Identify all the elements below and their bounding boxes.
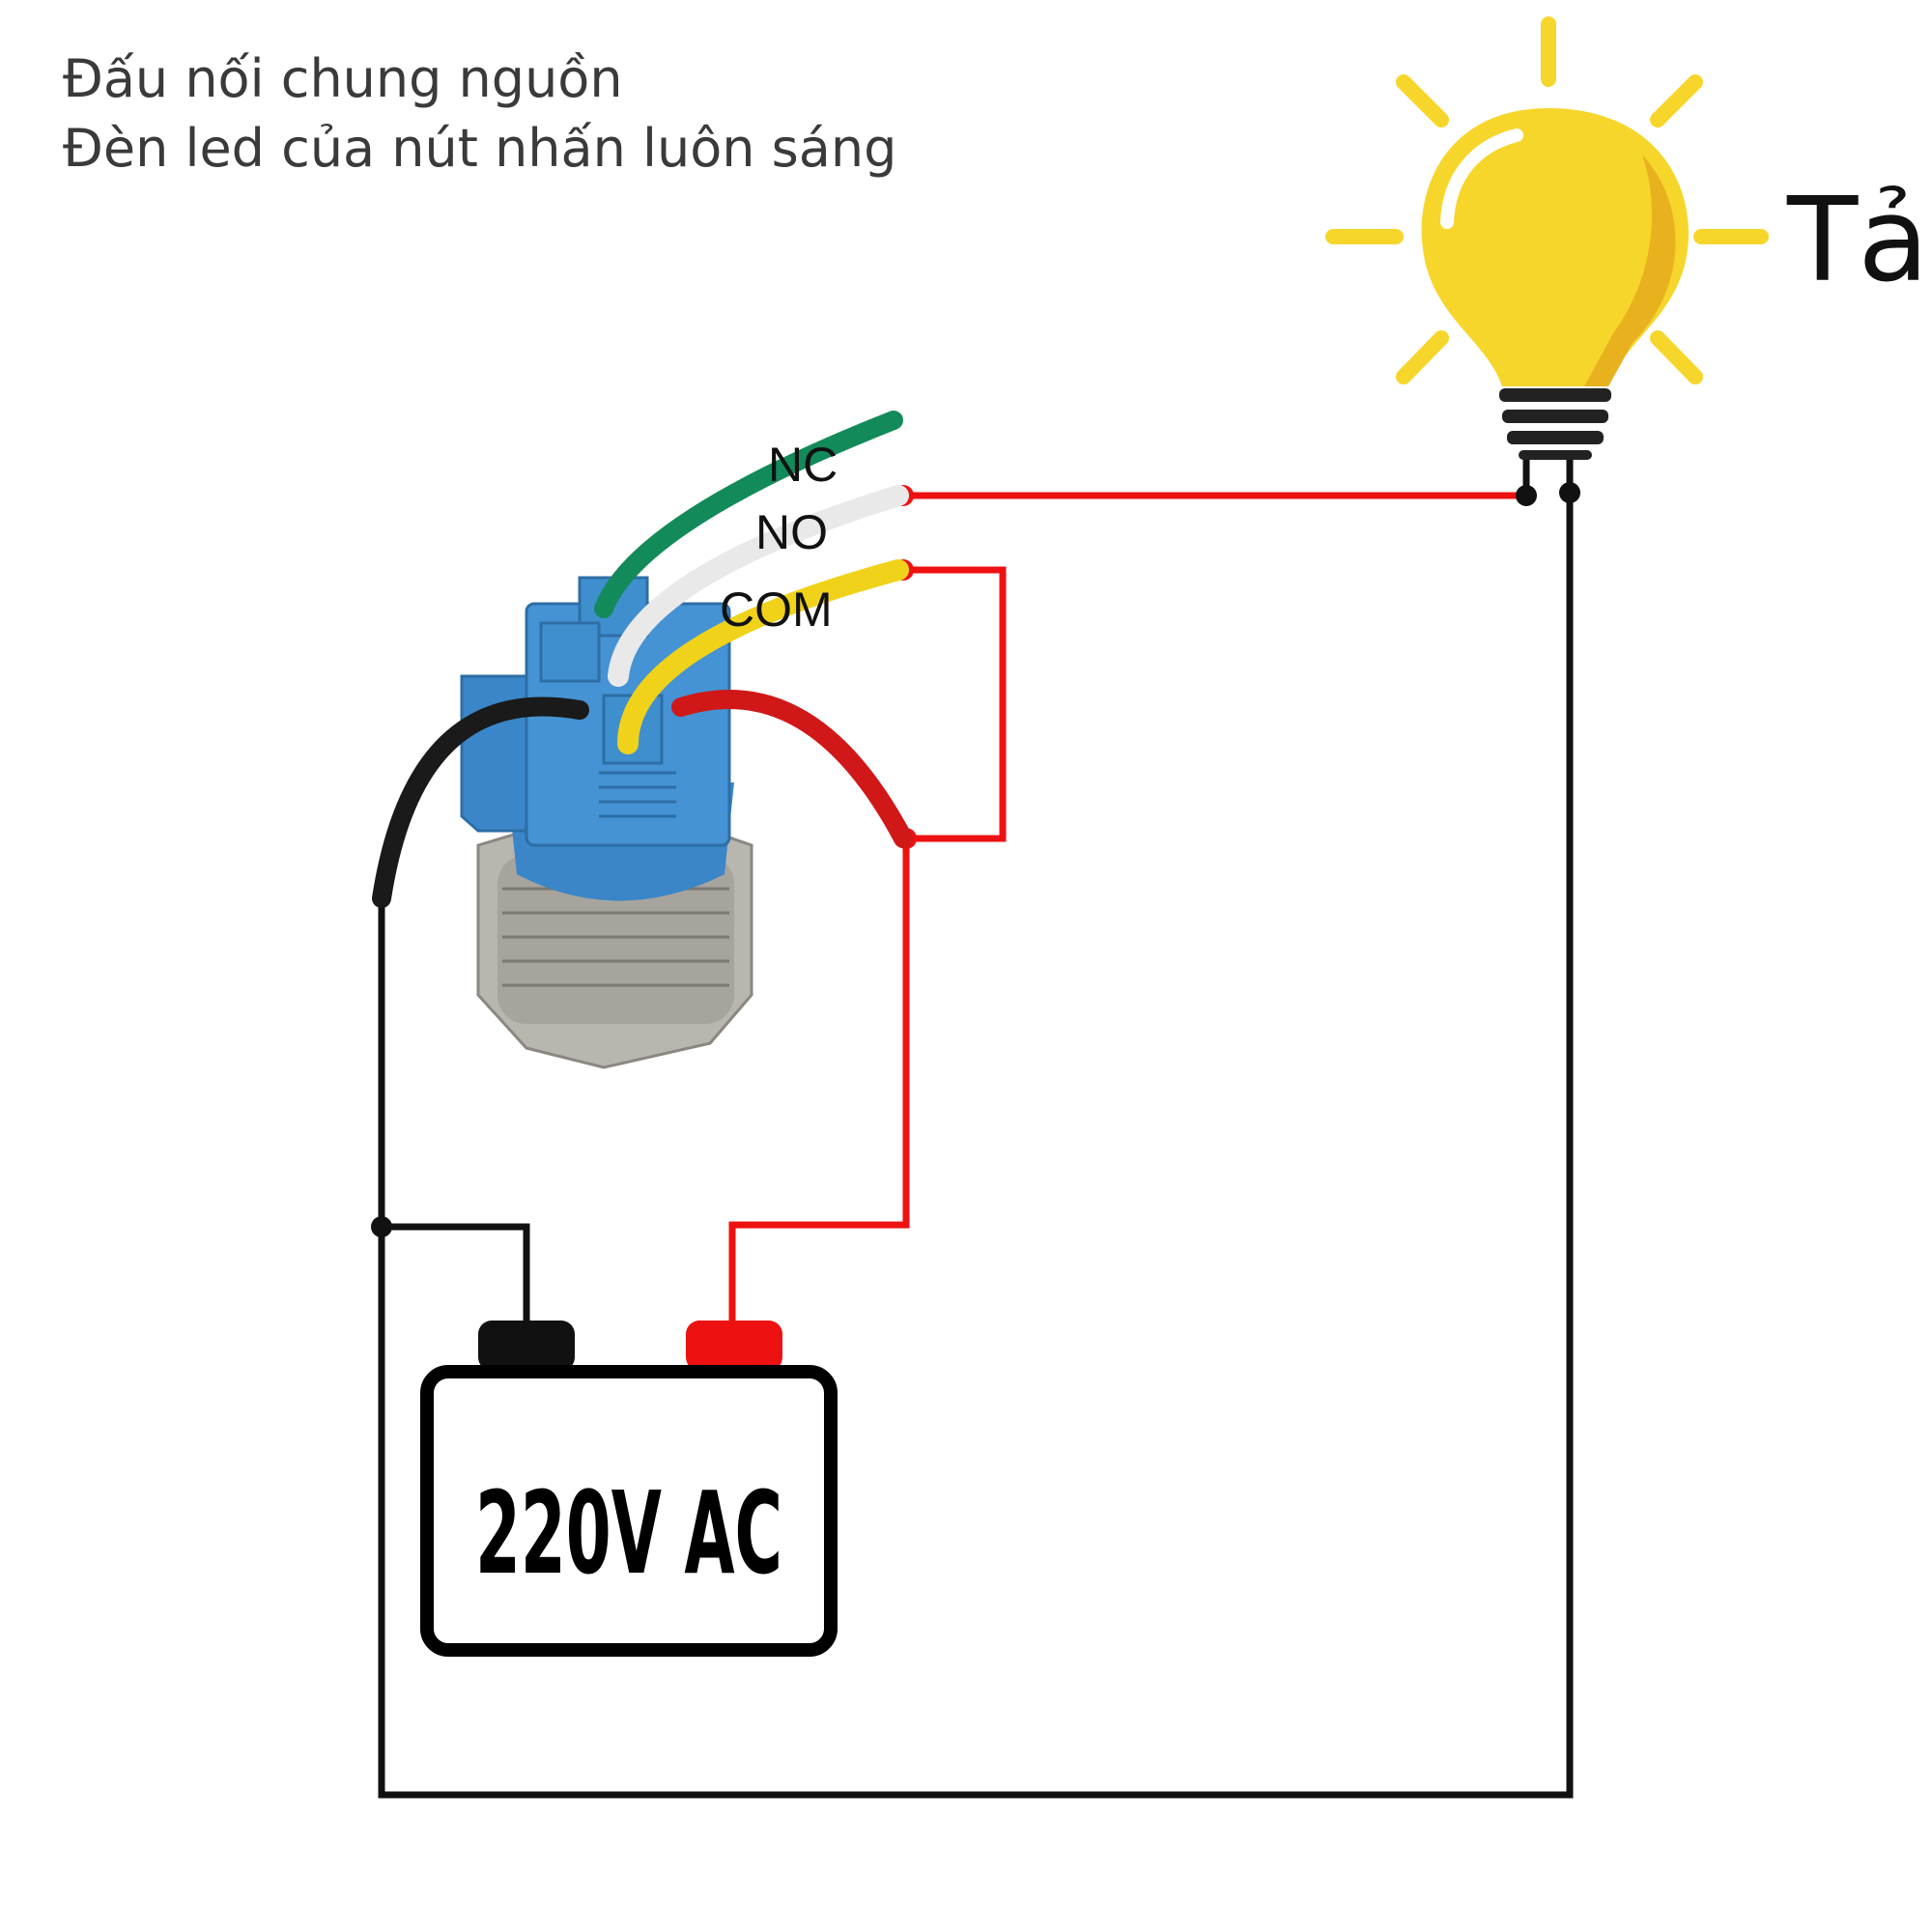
switch-ribs <box>599 771 676 818</box>
bulb-base <box>1499 388 1611 402</box>
caption-line-1: Đấu nối chung nguồn <box>63 48 623 109</box>
power-supply-label: 220V AC <box>475 1466 782 1600</box>
switched-live-wire <box>903 488 1530 499</box>
push-button-switch: NC NO COM <box>372 411 913 1069</box>
load-label: Tải <box>1786 174 1932 308</box>
bulb-shade <box>1584 155 1676 386</box>
lead-led-plus <box>671 690 913 848</box>
bulb-base <box>1507 431 1604 444</box>
lead-com <box>617 559 909 754</box>
pin-label-com: COM <box>720 582 833 637</box>
caption-line-2: Đèn led của nút nhấn luôn sáng <box>63 118 896 179</box>
power-supply: 220V AC <box>420 1321 838 1657</box>
pin-label-no: NO <box>755 505 828 559</box>
pin-label-nc: NC <box>768 438 838 492</box>
lead-nc <box>594 411 903 618</box>
switch-threads <box>502 887 729 987</box>
lead-no <box>608 485 909 687</box>
live-wire <box>728 566 1007 1343</box>
neutral-wire <box>378 493 1574 1799</box>
switch-barrel <box>497 855 734 1024</box>
junction-dot <box>371 1216 392 1237</box>
bulb-highlight <box>1440 128 1523 229</box>
light-bulb <box>1325 16 1769 493</box>
terminal-negative <box>478 1321 575 1371</box>
pin-housing-no <box>539 621 601 683</box>
power-supply-box <box>420 1365 838 1657</box>
bulb-rays <box>1325 16 1769 384</box>
bulb-glass <box>1421 108 1690 386</box>
bulb-base <box>1519 450 1592 460</box>
lead-led-minus <box>372 696 589 908</box>
terminal-positive <box>686 1321 782 1371</box>
bulb-base <box>1502 410 1608 423</box>
junction-dot <box>1516 485 1537 506</box>
